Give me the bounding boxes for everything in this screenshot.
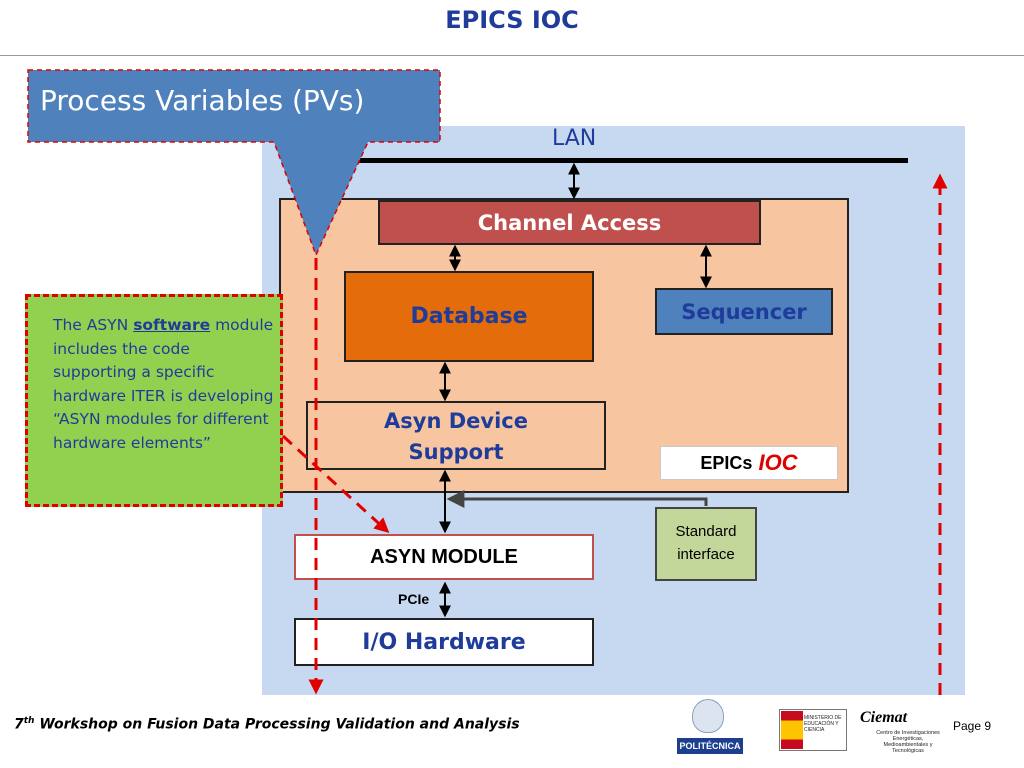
- footer-ordinal-suffix: th: [23, 716, 35, 726]
- standard-interface-line1: Standard: [675, 523, 737, 540]
- page-number: Page 9: [953, 719, 992, 733]
- asyn-device-support-line2: Support: [408, 440, 504, 464]
- epics-ioc-label: EPICs IOC: [660, 446, 838, 480]
- title-divider: [0, 55, 1024, 56]
- lan-bus-line: [290, 158, 908, 163]
- ministry-logo-text: MINISTERIO DE EDUCACIÓN Y CIENCIA: [804, 715, 842, 733]
- note-body: module includes the code supporting a sp…: [53, 316, 274, 452]
- spain-flag-icon: [781, 711, 803, 749]
- database-box: Database: [344, 271, 594, 362]
- note-prefix: The ASYN: [53, 316, 134, 334]
- asyn-note-box: The ASYN software module includes the co…: [25, 294, 283, 507]
- epics-label: EPICs: [700, 452, 753, 473]
- footer-ordinal: 7: [14, 716, 24, 733]
- sequencer-box: Sequencer: [655, 288, 833, 335]
- note-keyword: software: [133, 316, 211, 334]
- ciemat-logo: Ciemat: [860, 709, 908, 726]
- footer-event-title: 7th Workshop on Fusion Data Processing V…: [14, 716, 520, 733]
- asyn-module-box: ASYN MODULE: [294, 534, 594, 580]
- lan-label: LAN: [552, 126, 597, 151]
- ioc-label: IOC: [758, 450, 798, 475]
- asyn-device-support-box: Asyn Device Support: [306, 401, 606, 470]
- ciemat-logo-subtitle: Centro de Investigaciones Energéticas, M…: [876, 730, 940, 754]
- asyn-device-support-line1: Asyn Device: [384, 409, 528, 433]
- channel-access-box: Channel Access: [378, 200, 761, 245]
- io-hardware-box: I/O Hardware: [294, 618, 594, 666]
- slide-title: EPICS IOC: [445, 6, 579, 34]
- standard-interface-box: Standard interface: [655, 507, 757, 581]
- standard-interface-line2: interface: [677, 546, 735, 563]
- upm-crest-icon: [692, 699, 724, 733]
- upm-logo: POLITÉCNICA: [677, 738, 743, 754]
- footer-event: Workshop on Fusion Data Processing Valid…: [34, 716, 520, 733]
- pcie-label: PCIe: [398, 591, 430, 607]
- pv-callout-title: Process Variables (PVs): [40, 84, 365, 117]
